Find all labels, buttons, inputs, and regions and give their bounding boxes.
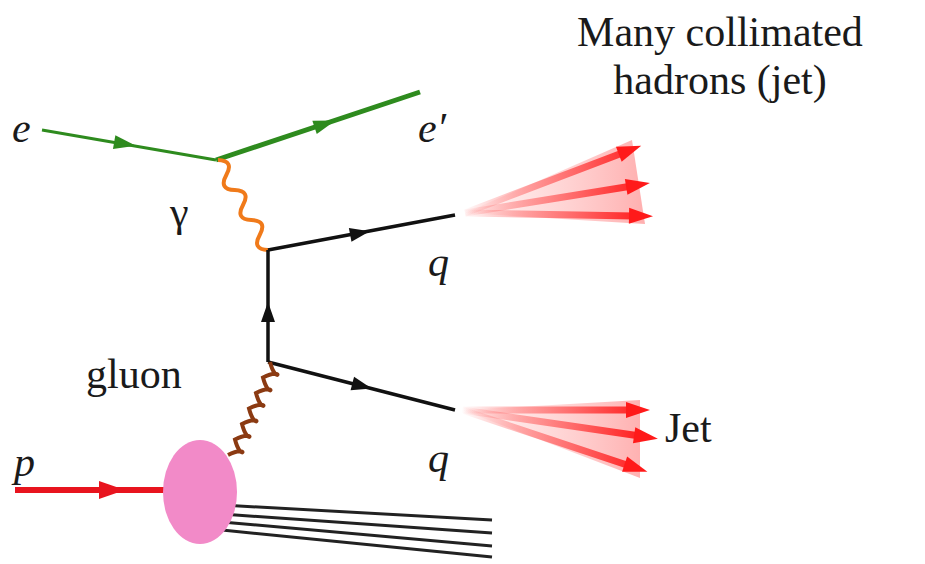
- proton-remnant: [222, 505, 492, 557]
- outgoing-electron: [216, 92, 420, 160]
- incoming-electron: [42, 130, 216, 160]
- quark-line: [268, 362, 455, 410]
- particle-label: gluon: [86, 350, 182, 398]
- arrowhead: [99, 481, 125, 499]
- jet-top: [465, 138, 653, 224]
- particle-label: e: [12, 104, 31, 152]
- particle-label: e′: [418, 104, 446, 152]
- jet-label: Jet: [665, 404, 712, 452]
- arrowhead: [261, 302, 275, 322]
- particle-label: q: [428, 238, 449, 286]
- arrowhead: [351, 377, 374, 396]
- photon-line: [218, 160, 268, 250]
- gluon-line: [228, 362, 277, 455]
- arrowhead: [113, 135, 137, 153]
- particle-label: γ: [170, 188, 189, 236]
- proton-blob: [163, 440, 237, 544]
- particle-label: q: [428, 434, 449, 482]
- arrowhead: [312, 114, 337, 134]
- quark-line: [268, 215, 455, 250]
- particle-label: p: [14, 438, 35, 486]
- jet-caption: Many collimated hadrons (jet): [520, 8, 920, 105]
- jet-bottom: [462, 400, 659, 479]
- arrowhead: [349, 224, 371, 241]
- proton-line: [15, 487, 170, 493]
